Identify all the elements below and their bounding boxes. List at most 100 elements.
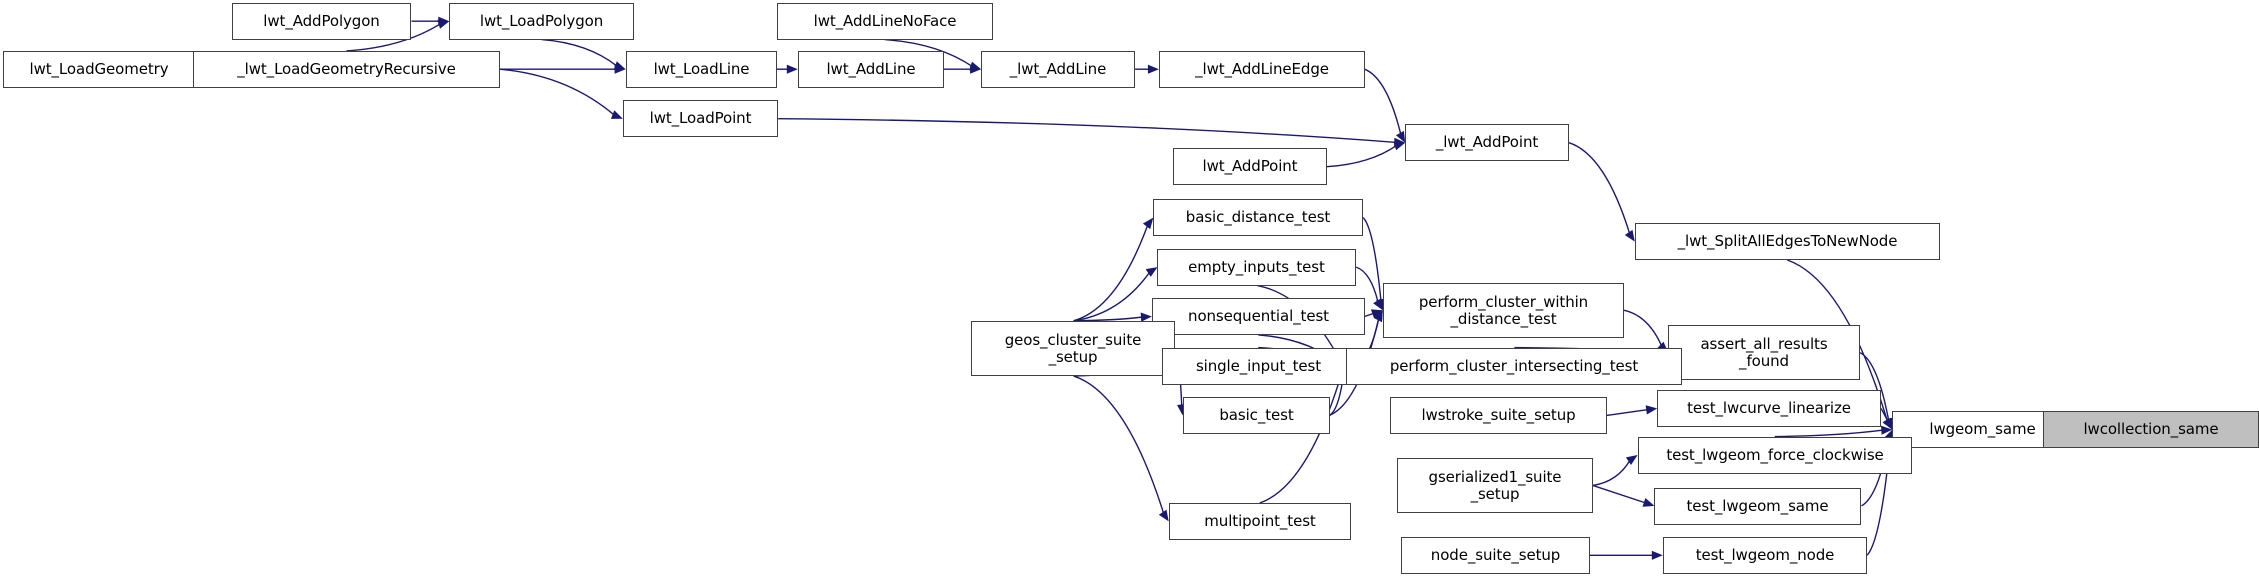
graph-arrowhead bbox=[970, 64, 982, 74]
graph-arrowhead bbox=[1651, 550, 1663, 560]
graph-arrowhead bbox=[1395, 130, 1406, 143]
graph-arrowhead bbox=[1624, 229, 1635, 242]
graph-edge-test_lwgeom_force_clockwise-to-lwgeom_same bbox=[1774, 429, 1884, 438]
graph-node-_lwt_AddLine[interactable]: _lwt_AddLine bbox=[981, 51, 1135, 88]
graph-node-label: lwgeom_same bbox=[1929, 420, 2036, 438]
graph-arrowhead bbox=[1373, 310, 1383, 323]
graph-node-single_input_test[interactable]: single_input_test bbox=[1162, 348, 1355, 385]
graph-node-nonsequential_test[interactable]: nonsequential_test bbox=[1152, 298, 1365, 335]
graph-arrowhead bbox=[1373, 310, 1383, 323]
graph-node-label: lwcollection_same bbox=[2083, 420, 2219, 438]
graph-arrowhead bbox=[1145, 267, 1158, 277]
graph-node-basic_distance_test[interactable]: basic_distance_test bbox=[1153, 199, 1363, 236]
graph-node-test_lwcurve_linearize[interactable]: test_lwcurve_linearize bbox=[1657, 390, 1881, 427]
graph-arrowhead bbox=[1373, 298, 1383, 311]
graph-node-lwt_AddLine[interactable]: lwt_AddLine bbox=[798, 51, 944, 88]
graph-node-label: perform_cluster_within _distance_test bbox=[1418, 292, 1589, 328]
graph-node-label: lwt_AddLine bbox=[826, 60, 916, 78]
graph-edge-geos_cluster_suite_setup-to-multipoint_test bbox=[1073, 375, 1165, 515]
graph-arrowhead bbox=[969, 61, 982, 71]
graph-node-label: empty_inputs_test bbox=[1188, 258, 1325, 276]
graph-node-lwt_AddLineNoFace[interactable]: lwt_AddLineNoFace bbox=[777, 3, 993, 40]
graph-edge-test_lwcurve_linearize-to-lwgeom_same bbox=[1880, 408, 1889, 422]
graph-arrowhead bbox=[1881, 425, 1893, 435]
graph-node-label: _lwt_AddLineEdge bbox=[1195, 60, 1329, 78]
graph-node-label: single_input_test bbox=[1195, 357, 1322, 375]
graph-node-label: assert_all_results _found bbox=[1700, 334, 1828, 370]
graph-node-label: _lwt_AddPoint bbox=[1435, 133, 1539, 151]
graph-node-_lwt_LoadGeometryRecursive[interactable]: _lwt_LoadGeometryRecursive bbox=[193, 51, 500, 88]
graph-arrowhead bbox=[437, 19, 450, 29]
graph-edge-multipoint_test-to-perform_cluster_intersecting_test bbox=[1259, 373, 1343, 504]
graph-arrowhead bbox=[1393, 141, 1406, 151]
graph-node-lwstroke_suite_setup[interactable]: lwstroke_suite_setup bbox=[1390, 397, 1607, 434]
graph-arrowhead bbox=[786, 64, 798, 74]
graph-node-test_lwgeom_node[interactable]: test_lwgeom_node bbox=[1663, 537, 1867, 574]
graph-edge-lwt_LoadPolygon-to-lwt_LoadLine bbox=[541, 38, 618, 67]
graph-arrowhead bbox=[1142, 217, 1154, 230]
graph-arrowhead bbox=[1158, 509, 1169, 522]
graph-node-lwgeom_same[interactable]: lwgeom_same bbox=[1892, 411, 2073, 448]
graph-arrowhead bbox=[610, 110, 623, 119]
graph-node-label: lwt_AddPoint bbox=[1202, 157, 1298, 175]
graph-node-perform_cluster_within_distance_test[interactable]: perform_cluster_within _distance_test bbox=[1383, 283, 1624, 338]
graph-node-_lwt_AddLineEdge[interactable]: _lwt_AddLineEdge bbox=[1159, 51, 1365, 88]
graph-node-lwt_AddPolygon[interactable]: lwt_AddPolygon bbox=[232, 3, 411, 40]
graph-node-label: lwstroke_suite_setup bbox=[1421, 406, 1576, 424]
graph-node-label: lwt_AddPolygon bbox=[263, 12, 380, 30]
graph-edge-_lwt_LoadGeometryRecursive-to-lwt_LoadPoint bbox=[499, 68, 615, 116]
graph-node-label: test_lwcurve_linearize bbox=[1687, 399, 1851, 417]
graph-node-geos_cluster_suite_setup[interactable]: geos_cluster_suite _setup bbox=[971, 321, 1175, 376]
graph-arrowhead bbox=[1645, 405, 1658, 415]
graph-arrowhead bbox=[1883, 417, 1893, 430]
graph-node-lwt_LoadPolygon[interactable]: lwt_LoadPolygon bbox=[449, 3, 634, 40]
graph-node-label: node_suite_setup bbox=[1430, 546, 1561, 564]
graph-node-label: nonsequential_test bbox=[1188, 307, 1329, 325]
graph-node-lwt_LoadGeometry[interactable]: lwt_LoadGeometry bbox=[3, 51, 195, 88]
graph-node-multipoint_test[interactable]: multipoint_test bbox=[1169, 503, 1351, 540]
graph-edge-perform_cluster_within_distance_test-to-assert_all_results_found bbox=[1623, 309, 1663, 347]
graph-arrowhead bbox=[1147, 64, 1159, 74]
graph-edge-geos_cluster_suite_setup-to-empty_inputs_test bbox=[1073, 271, 1151, 322]
graph-edge-_lwt_AddLineEdge-to-_lwt_AddPoint bbox=[1364, 68, 1402, 135]
graph-node-label: test_lwgeom_force_clockwise bbox=[1666, 446, 1884, 464]
graph-arrowhead bbox=[438, 16, 450, 26]
graph-edge-nonsequential_test-to-perform_cluster_within_distance_test bbox=[1364, 312, 1375, 318]
graph-node-label: lwt_LoadGeometry bbox=[29, 60, 169, 78]
graph-node-assert_all_results_found[interactable]: assert_all_results _found bbox=[1668, 325, 1860, 380]
graph-node-_lwt_AddPoint[interactable]: _lwt_AddPoint bbox=[1405, 124, 1569, 161]
graph-node-label: lwt_AddLineNoFace bbox=[813, 12, 957, 30]
graph-node-lwt_AddPoint[interactable]: lwt_AddPoint bbox=[1173, 148, 1327, 185]
graph-node-lwt_LoadLine[interactable]: lwt_LoadLine bbox=[626, 51, 777, 88]
graph-node-label: _lwt_AddLine bbox=[1009, 60, 1107, 78]
graph-node-perform_cluster_intersecting_test[interactable]: perform_cluster_intersecting_test bbox=[1346, 348, 1682, 385]
graph-node-gserialized1_suite_setup[interactable]: gserialized1_suite _setup bbox=[1397, 458, 1593, 513]
graph-node-label: perform_cluster_intersecting_test bbox=[1389, 357, 1639, 375]
graph-arrowhead bbox=[613, 61, 626, 70]
graph-node-lwt_LoadPoint[interactable]: lwt_LoadPoint bbox=[623, 100, 778, 137]
graph-edge-gserialized1_suite_setup-to-test_lwgeom_same bbox=[1592, 484, 1647, 504]
graph-node-label: basic_test bbox=[1219, 406, 1294, 424]
graph-edge-_lwt_AddPoint-to-_lwt_SplitAllEdgesToNewNode bbox=[1568, 142, 1631, 235]
graph-edge-gserialized1_suite_setup-to-test_lwgeom_force_clockwise bbox=[1592, 459, 1631, 487]
graph-arrowhead bbox=[1882, 417, 1893, 430]
graph-node-_lwt_SplitAllEdgesToNewNode[interactable]: _lwt_SplitAllEdgesToNewNode bbox=[1635, 223, 1940, 260]
graph-node-node_suite_setup[interactable]: node_suite_setup bbox=[1401, 537, 1590, 574]
graph-arrowhead bbox=[1370, 309, 1383, 319]
graph-node-label: lwt_LoadPolygon bbox=[479, 12, 604, 30]
graph-node-label: test_lwgeom_node bbox=[1695, 546, 1835, 564]
graph-edge-lwstroke_suite_setup-to-test_lwcurve_linearize bbox=[1606, 408, 1649, 417]
graph-node-test_lwgeom_force_clockwise[interactable]: test_lwgeom_force_clockwise bbox=[1638, 437, 1912, 474]
graph-node-label: _lwt_LoadGeometryRecursive bbox=[237, 60, 456, 78]
graph-node-label: geos_cluster_suite _setup bbox=[1004, 330, 1142, 366]
graph-node-test_lwgeom_same[interactable]: test_lwgeom_same bbox=[1654, 488, 1861, 525]
graph-node-label: basic_distance_test bbox=[1185, 208, 1331, 226]
graph-edge-geos_cluster_suite_setup-to-basic_distance_test bbox=[1073, 224, 1149, 322]
graph-arrowhead bbox=[1625, 455, 1638, 465]
graph-node-lwcollection_same[interactable]: lwcollection_same bbox=[2043, 411, 2259, 448]
graph-node-empty_inputs_test[interactable]: empty_inputs_test bbox=[1157, 249, 1356, 286]
graph-edge-lwt_LoadPoint-to-_lwt_AddPoint bbox=[778, 118, 1397, 144]
graph-node-basic_test[interactable]: basic_test bbox=[1183, 397, 1330, 434]
graph-node-label: gserialized1_suite _setup bbox=[1428, 467, 1562, 503]
